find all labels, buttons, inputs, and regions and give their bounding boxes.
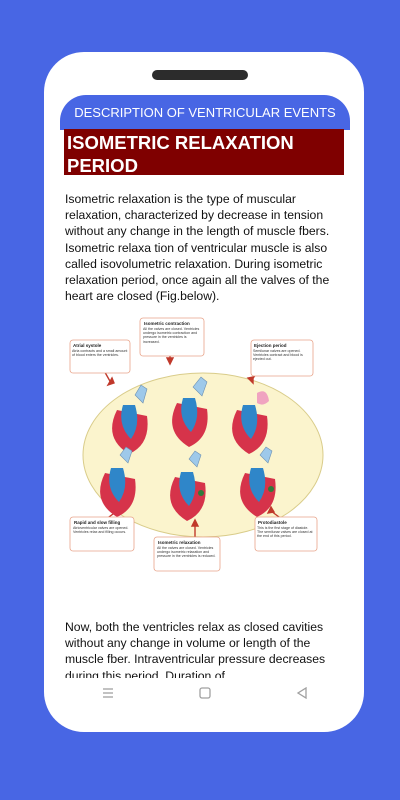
- app-screen: DESCRIPTION OF VENTRICULAR EVENTS ISOMET…: [60, 95, 350, 678]
- app-bar: DESCRIPTION OF VENTRICULAR EVENTS: [60, 95, 350, 130]
- back-icon[interactable]: [292, 683, 312, 703]
- box-atrial-systole: Atrial systole Atria contracts and a sma…: [69, 339, 131, 374]
- box-rapid-slow-filling: Rapid and slow filling Atrioventricular …: [69, 516, 135, 552]
- box-isometric-relaxation-title: Isometric relaxation: [158, 540, 201, 545]
- cardiac-cycle-figure: Atrial systole Atria contracts and a sma…: [65, 315, 345, 573]
- paragraph-continuation: Now, both the ventricles relax as closed…: [65, 620, 326, 678]
- home-icon[interactable]: [195, 683, 215, 703]
- phone-speaker: [152, 70, 248, 80]
- box-atrial-systole-text: Atria contracts and a small amount of bl…: [72, 349, 128, 358]
- box-isometric-contraction-title: Isometric contraction: [144, 321, 190, 326]
- box-isometric-contraction-text: All the valves are closed. Ventricles un…: [143, 327, 200, 344]
- section-heading: ISOMETRIC RELAXATION PERIOD: [64, 129, 344, 176]
- box-isometric-contraction: Isometric contraction All the valves are…: [139, 317, 205, 357]
- app-title: DESCRIPTION OF VENTRICULAR EVENTS: [74, 105, 336, 120]
- box-ejection-period: Ejection period Semilunar valves are ope…: [250, 339, 314, 377]
- box-protodiastole: Protodiastole This is the first stage of…: [254, 516, 318, 552]
- box-isometric-relaxation-text: All the valves are closed. Ventricles un…: [157, 546, 216, 559]
- box-ejection-period-title: Ejection period: [254, 343, 287, 348]
- box-rapid-slow-filling-text: Atrioventricular valves are opened. Vent…: [73, 526, 129, 535]
- system-nav-bar: [60, 678, 350, 708]
- heart-illustration-6: [240, 446, 276, 517]
- box-atrial-systole-title: Atrial systole: [73, 343, 102, 348]
- box-protodiastole-text: This is the first stage of diastole. The…: [257, 526, 313, 539]
- box-protodiastole-title: Protodiastole: [258, 520, 287, 525]
- box-ejection-period-text: Semilunar valves are opened. Ventricles …: [253, 349, 303, 362]
- heart-illustration-2: [172, 376, 208, 447]
- heart-illustration-1: [112, 384, 148, 454]
- heart-illustration-4: [100, 446, 136, 517]
- heart-illustration-3: [232, 391, 269, 454]
- box-rapid-slow-filling-title: Rapid and slow filling: [74, 520, 121, 525]
- menu-icon[interactable]: [98, 683, 118, 703]
- heart-illustration-5: [170, 450, 206, 521]
- box-isometric-relaxation: Isometric relaxation All the valves are …: [153, 536, 221, 572]
- paragraph-intro: Isometric relaxation is the type of musc…: [65, 192, 330, 304]
